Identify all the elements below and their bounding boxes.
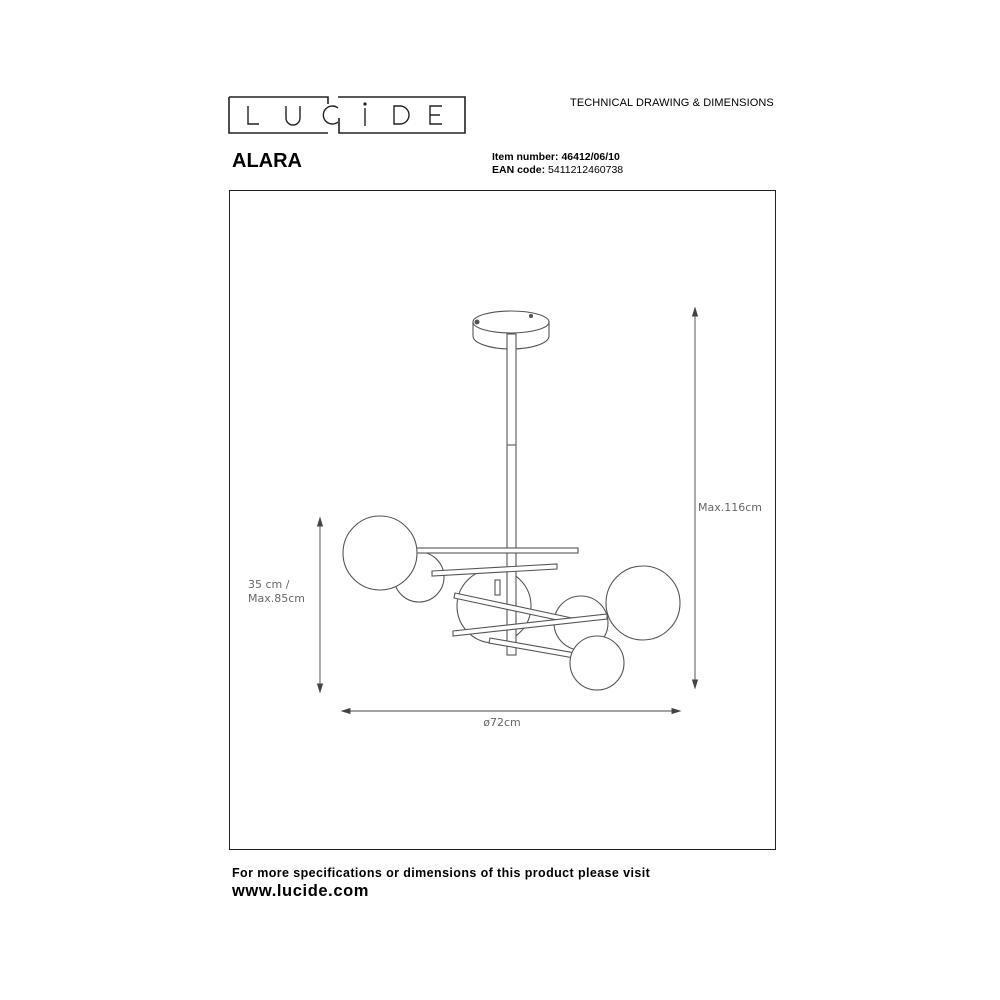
document-type: TECHNICAL DRAWING & DIMENSIONS	[570, 97, 774, 109]
ean-label: EAN code:	[492, 164, 546, 176]
rod	[506, 333, 517, 656]
ean-code: 5411212460738	[548, 164, 624, 176]
footer-text: For more specifications or dimensions of…	[232, 866, 651, 880]
drawing-frame	[229, 190, 776, 850]
body-height-label-1: 35 cm /	[248, 578, 290, 591]
website-link[interactable]: www.lucide.com	[232, 882, 370, 900]
item-number-label: Item number:	[492, 151, 559, 163]
total-height-label: Max.116cm	[698, 501, 762, 514]
globe	[605, 565, 681, 641]
item-number: 46412/06/10	[561, 151, 620, 163]
lucide-logo	[228, 96, 466, 134]
globe	[569, 635, 625, 691]
item-info: Item number: 46412/06/10 EAN code: 54112…	[492, 151, 623, 177]
ean-row: EAN code: 5411212460738	[492, 164, 623, 177]
diameter-label: ø72cm	[483, 716, 521, 729]
product-name: ALARA	[232, 150, 302, 172]
globe	[342, 515, 418, 591]
item-number-row: Item number: 46412/06/10	[492, 151, 623, 164]
body-height-label-2: Max.85cm	[248, 592, 305, 605]
